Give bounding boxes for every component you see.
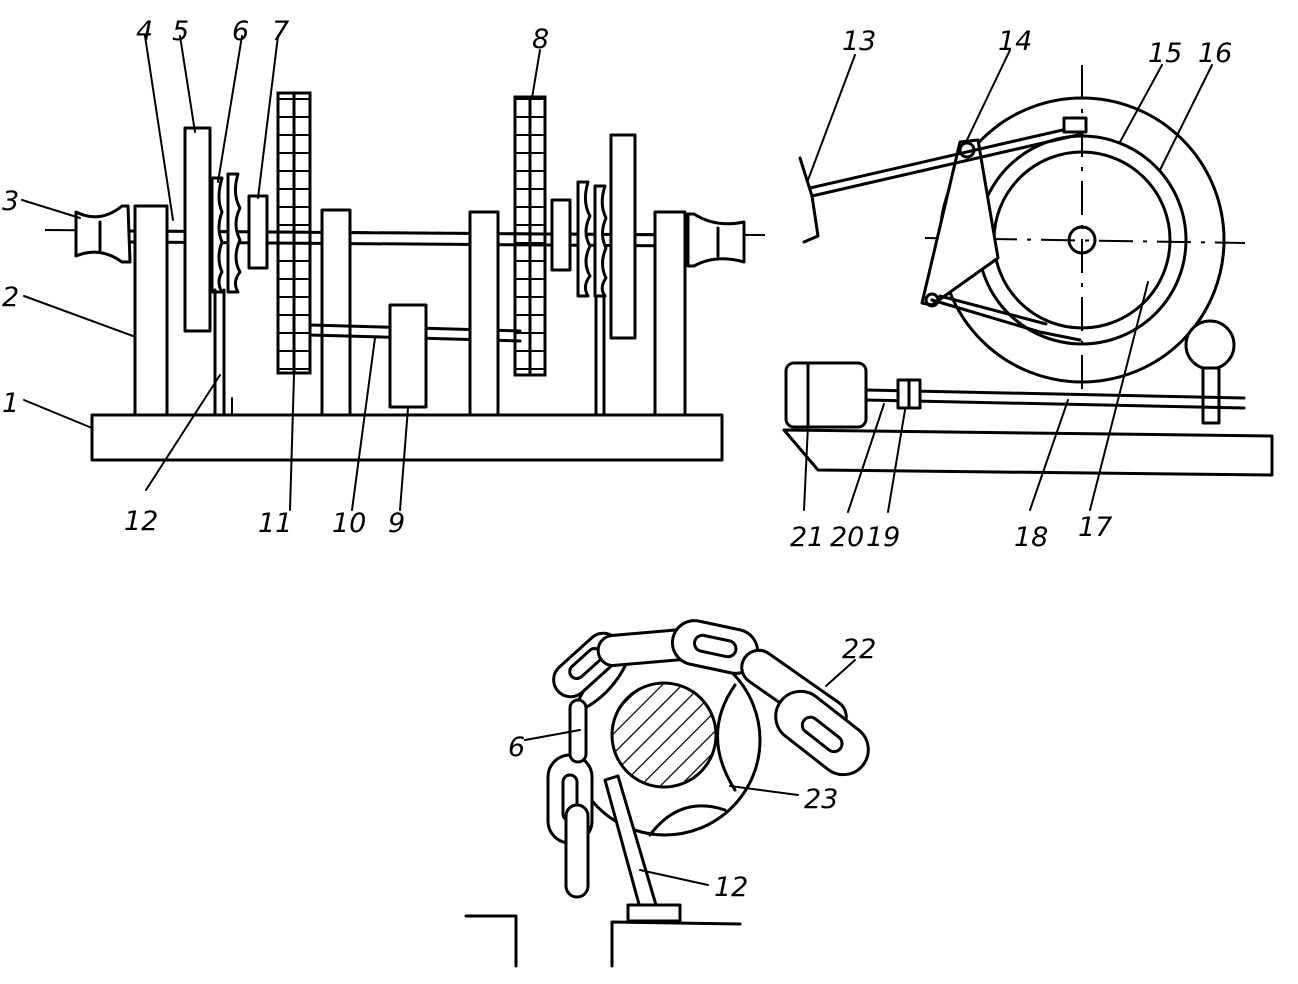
label-23: 23: [804, 784, 838, 815]
label-20: 20: [830, 522, 864, 553]
drive-shaft: [864, 388, 1246, 400]
handle: [798, 156, 820, 244]
label-1: 1: [2, 388, 19, 419]
pillar-ball: [1184, 319, 1236, 371]
lever-frame: [920, 138, 1000, 307]
front-view: [44, 91, 766, 462]
chain-stopper: [603, 774, 658, 910]
label-4: 4: [136, 16, 153, 47]
labels: 1 2 3 4 5 6 7 8 9 10 11 12 13 14 15 16 1…: [2, 16, 1232, 903]
label-5: 5: [172, 16, 189, 47]
clutch: [247, 194, 269, 270]
chain-wheel: [210, 176, 224, 294]
label-11: 11: [258, 508, 292, 539]
label-3: 3: [2, 186, 19, 217]
brake-rod: [808, 124, 1082, 190]
label-14: 14: [998, 26, 1032, 57]
shaft-section: [610, 681, 718, 789]
left-warping-head: [74, 204, 132, 264]
label-17: 17: [1078, 512, 1112, 543]
motor: [784, 361, 868, 429]
brake-drum: [183, 126, 212, 333]
label-6: 6: [232, 16, 249, 47]
side-view: [782, 65, 1274, 477]
leader-lines: [21, 35, 1213, 886]
side-base: [782, 428, 1274, 477]
detail-view: [464, 619, 870, 968]
label-13: 13: [842, 26, 876, 57]
label-8: 8: [532, 24, 549, 55]
label-detail-12: 12: [714, 872, 748, 903]
left-bearing-stand: [133, 204, 169, 417]
label-9: 9: [388, 508, 405, 539]
label-12: 12: [124, 506, 158, 537]
label-18: 18: [1014, 522, 1048, 553]
anchor-chain: [546, 619, 870, 899]
label-21: 21: [790, 522, 824, 553]
label-19: 19: [866, 522, 900, 553]
label-detail-6: 6: [508, 732, 525, 763]
label-2: 2: [2, 282, 19, 313]
label-22: 22: [842, 634, 876, 665]
gearbox: [388, 303, 428, 409]
label-16: 16: [1198, 38, 1232, 69]
label-15: 15: [1148, 38, 1182, 69]
label-7: 7: [272, 16, 289, 47]
label-10: 10: [332, 508, 366, 539]
